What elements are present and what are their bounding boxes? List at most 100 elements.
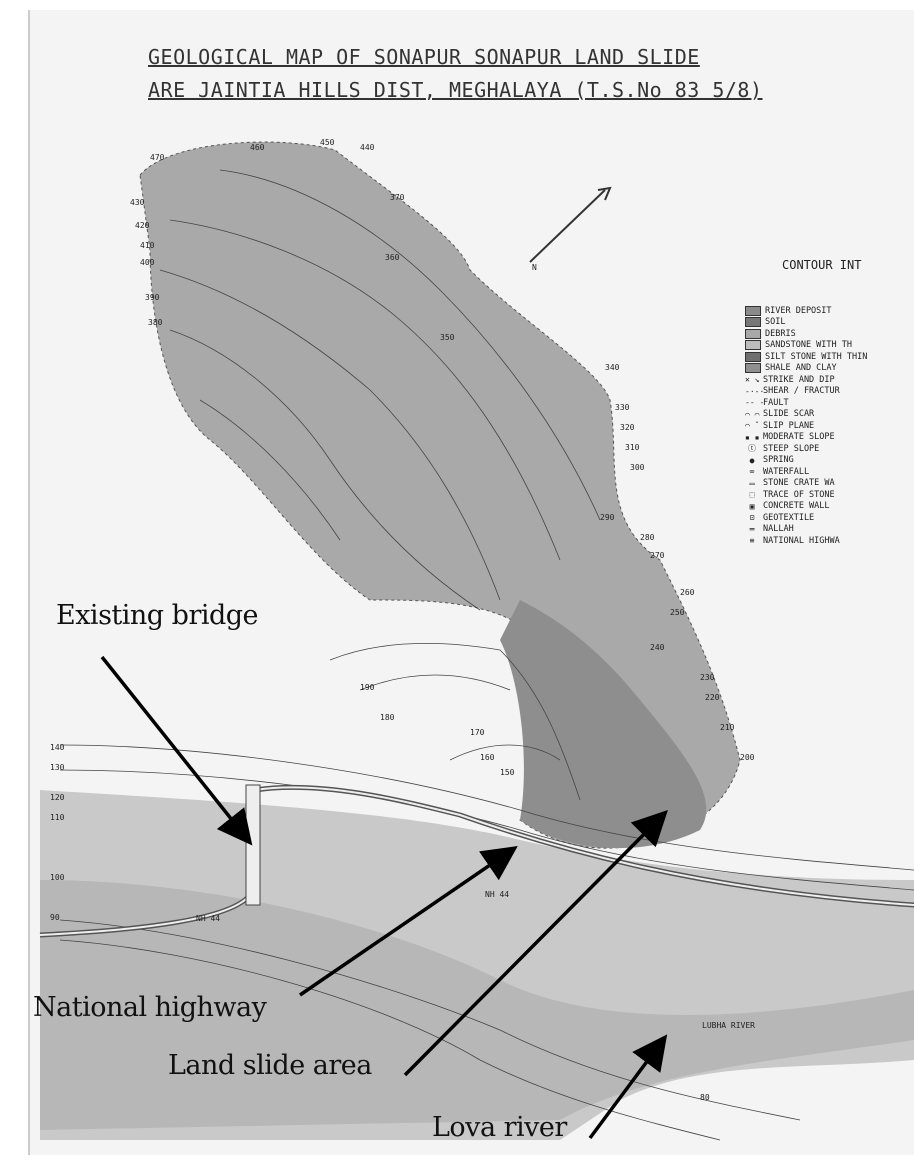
legend-item: SANDSTONE WITH TH — [745, 340, 867, 352]
legend-symbol-icon: ═ — [749, 524, 755, 534]
contour-label: 450 — [320, 138, 335, 147]
legend-label: STRIKE AND DIP — [763, 374, 835, 385]
legend-label: SPRING — [763, 455, 794, 466]
road-label: NH 44 — [196, 914, 220, 923]
arrow-national-highway — [299, 846, 518, 997]
legend-label: SLIP PLANE — [763, 420, 815, 431]
legend-label: SHEAR / FRACTUR — [763, 386, 840, 397]
legend-symbol-icon: ▪ ▪ — [745, 432, 760, 442]
north-label: N — [532, 263, 537, 272]
legend-item: ⓣ STEEP SLOPE — [745, 443, 867, 455]
legend-item: ⬚TRACE OF STONE — [745, 489, 867, 501]
legend-symbol-icon: ⊡ — [749, 513, 755, 523]
legend-item: ✕ ↘STRIKE AND DIP — [745, 374, 867, 386]
contour-label: 200 — [740, 753, 755, 762]
contour-label: 220 — [705, 693, 720, 702]
river-channel — [40, 880, 914, 1130]
legend-label: STEEP SLOPE — [763, 443, 820, 454]
legend-label: NALLAH — [763, 524, 794, 535]
legend-item: ⊡ GEOTEXTILE — [745, 512, 867, 524]
contour-label: 140 — [50, 743, 65, 752]
legend-item: SILT STONE WITH THIN — [745, 351, 867, 363]
annotation-arrows — [100, 655, 668, 1140]
label-national-highway: National highway — [33, 992, 267, 1023]
contour-interval-label: CONTOUR INT — [782, 258, 862, 272]
legend-label: STONE CRATE WA — [763, 478, 835, 489]
legend-item: ▣ CONCRETE WALL — [745, 501, 867, 513]
legend-symbol-icon: ✕ ↘ — [745, 375, 760, 385]
contour-label: 80 — [700, 1093, 710, 1102]
legend-label: SLIDE SCAR — [763, 409, 815, 420]
contour-label: 460 — [250, 143, 265, 152]
legend-symbol-icon: ● — [749, 455, 755, 465]
legend-item: -·-·SHEAR / FRACTUR — [745, 386, 867, 398]
contour-label: 380 — [148, 318, 163, 327]
contour-label: 290 — [600, 513, 615, 522]
contour-label: 260 — [680, 588, 695, 597]
contour-label: 180 — [380, 713, 395, 722]
contour-label: 170 — [470, 728, 485, 737]
label-land-slide-area: Land slide area — [168, 1050, 372, 1081]
legend-item: ⌒ ⌒SLIDE SCAR — [745, 409, 867, 421]
legend-label: MODERATE SLOPE — [763, 432, 835, 443]
legend-swatch — [745, 328, 761, 339]
legend-label: CONCRETE WALL — [763, 501, 830, 512]
legend-symbol-icon: ▭ — [749, 478, 755, 488]
legend-symbol-icon: ⌒ ˇ — [745, 421, 760, 431]
legend-swatch — [745, 363, 761, 374]
label-lova-river: Lova river — [432, 1112, 567, 1143]
contour-label: 300 — [630, 463, 645, 472]
legend-item: DEBRIS — [745, 328, 867, 340]
contour-label: 440 — [360, 143, 375, 152]
legend-symbol-icon: ⓣ — [748, 444, 756, 454]
contour-label: 250 — [670, 608, 685, 617]
legend-label: RIVER DEPOSIT — [765, 305, 832, 316]
legend-symbol-icon: ▣ — [749, 501, 755, 511]
legend-symbol-icon: -- - — [745, 398, 765, 408]
legend-label: WATERFALL — [763, 466, 810, 477]
contour-label: 470 — [150, 153, 165, 162]
legend-label: FAULT — [763, 397, 789, 408]
legend-item: ≡NATIONAL HIGHWA — [745, 535, 867, 547]
contour-label: 240 — [650, 643, 665, 652]
contour-label: 120 — [50, 793, 65, 802]
road-label-2: NH 44 — [485, 890, 509, 899]
legend-item: -- -FAULT — [745, 397, 867, 409]
existing-bridge-structure — [245, 784, 261, 906]
arrow-land-slide-area — [403, 810, 668, 1077]
contour-label: 230 — [700, 673, 715, 682]
contour-label: 370 — [390, 193, 405, 202]
legend-symbol-icon: ⌒ ⌒ — [745, 409, 760, 419]
legend-label: DEBRIS — [765, 328, 796, 339]
legend-item: ▭ STONE CRATE WA — [745, 478, 867, 490]
contour-label: 90 — [50, 913, 60, 922]
legend-item: ∞ WATERFALL — [745, 466, 867, 478]
legend-item: ═ NALLAH — [745, 524, 867, 536]
legend-item: RIVER DEPOSIT — [745, 305, 867, 317]
legend-swatch — [745, 351, 761, 362]
legend-symbol-icon: ⬚ — [749, 490, 755, 500]
contour-lines — [59, 169, 914, 1141]
label-existing-bridge: Existing bridge — [56, 600, 259, 631]
legend-item: ● SPRING — [745, 455, 867, 467]
legend-label: SHALE AND CLAY — [765, 363, 837, 374]
contour-label: 390 — [145, 293, 160, 302]
contour-label: 130 — [50, 763, 65, 772]
legend-symbol-icon: ∞ — [749, 467, 755, 477]
legend-item: SHALE AND CLAY — [745, 363, 867, 375]
contour-label: 350 — [440, 333, 455, 342]
contour-label: 310 — [625, 443, 640, 452]
contour-label: 430 — [130, 198, 145, 207]
contour-label: 270 — [650, 551, 665, 560]
contour-label: 190 — [360, 683, 375, 692]
map-title-line2: ARE JAINTIA HILLS DIST, MEGHALAYA (T.S.N… — [148, 78, 763, 102]
legend-label: GEOTEXTILE — [763, 512, 815, 523]
legend-swatch — [745, 305, 761, 316]
map-title-line1: GEOLOGICAL MAP OF SONAPUR SONAPUR LAND S… — [148, 45, 700, 69]
contour-label: 420 — [135, 221, 150, 230]
river-label: LUBHA RIVER — [702, 1021, 755, 1030]
